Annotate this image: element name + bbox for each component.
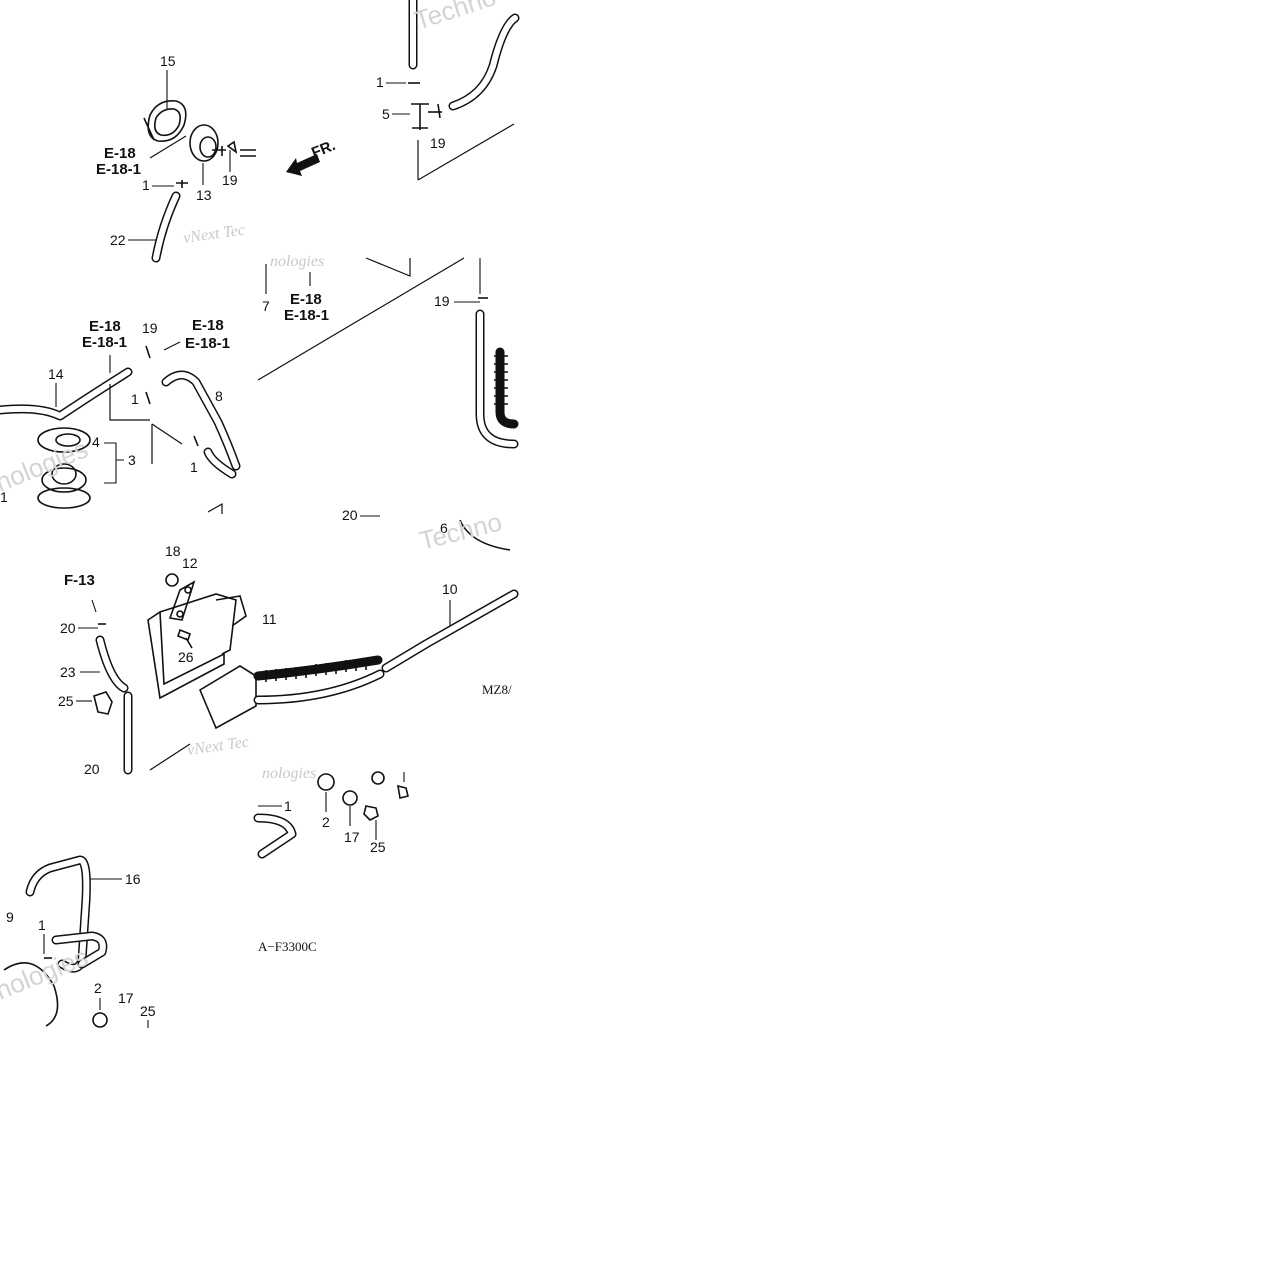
callout-24b: 25 [370,839,386,855]
callout-1d: 1 [190,459,198,475]
corrugated-hose [253,655,383,681]
ref-f13: F-13 [64,572,95,589]
callout-19: 20 [60,620,76,636]
clip-part-1 [176,180,188,188]
watermark-ext-2: nologies [0,941,92,1005]
diagram-code-top: MZ8/ [482,682,512,697]
bolt-part-24 [363,805,379,840]
tile-middle-left: E-18 E-18-1 19 E-18 E-18-1 14 8 1 1 [0,317,241,514]
callout-26: 26 [178,649,194,665]
ref-e18-b: E-18 [192,317,224,334]
callout-1g: 1 [284,798,292,814]
plate-part-12 [168,580,196,621]
callout-3: 3 [128,452,136,468]
callout-9: 9 [6,909,14,925]
watermark-text-2: vNext Tec [186,733,250,758]
callout-20b: 19 [430,135,446,151]
ref-e18-a: E-18 [89,318,121,335]
callout-5: 5 [382,106,390,122]
callout-2b: 2 [322,814,330,830]
grommet-part-2 [317,773,335,812]
callout-14: 14 [48,366,64,382]
callout-17b: 17 [344,829,360,845]
ref-e18: E-18 [104,145,136,162]
ref-e18-1: E-18-1 [96,161,141,178]
callout-11: 11 [262,611,277,627]
watermark-techno: Techno [411,0,500,36]
callout-1b: 1 [376,74,384,90]
tile-lower-right: 20 6 10 MZ8/ Techno [253,506,519,705]
callout-20: 19 [222,172,238,188]
callout-1: 1 [142,177,150,193]
callout-6: 6 [440,520,448,536]
clip-part-20 [437,103,441,119]
callout-19c: 20 [342,507,358,523]
callout-8: 8 [215,388,223,404]
tile-upper-left: 15 E-18 E-18-1 1 13 19 22 FR. vNext Tec [96,53,338,263]
clamp-part-25 [93,691,113,715]
ref-e18-1-c: E-18-1 [284,307,329,324]
callout-20d: 19 [434,293,450,309]
tile-bottom-left: 16 9 1 2 17 25 nologies [0,855,156,1028]
callout-23: 22 [110,232,126,248]
watermark-text: vNext Tec [182,221,246,246]
callout-17: 17 [118,990,134,1006]
valve-part-13 [189,124,256,162]
callout-1f: 1 [38,917,46,933]
bracket-part-11 [147,593,257,730]
seal-part-4 [37,427,91,453]
callout-24: 25 [140,1003,156,1019]
tile-bottom-right: 1 2 17 25 A−F3300C nologies [253,765,409,954]
callout-22: 23 [60,664,76,680]
bolt-part-26 [177,628,193,649]
callout-18: 18 [165,543,181,559]
tile-lower-left: 18 12 F-13 11 26 20 23 [58,543,277,777]
corrugated-tube [495,347,519,429]
diagram-code-bottom: A−F3300C [258,939,317,954]
tile-upper-right: 1 5 19 Techno [376,0,520,181]
valve-part-3 [37,463,91,509]
callout-19b: 20 [84,761,100,777]
callout-10: 10 [442,581,458,597]
callout-13: 13 [196,187,212,203]
nut-part-18 [165,573,179,587]
callout-1e: 1 [0,489,8,505]
holder-part-15 [143,99,187,142]
watermark-nologies: nologies [270,253,324,270]
ref-e18-1-a: E-18-1 [82,334,127,351]
callout-4: 4 [92,434,100,450]
joint-part-5 [411,103,442,130]
callout-12: 12 [182,555,198,571]
callout-16: 16 [125,871,141,887]
callout-15: 15 [160,53,176,69]
collar-part-17 [342,790,358,826]
ref-e18-1-b: E-18-1 [185,335,230,352]
callout-25: 25 [58,693,74,709]
tile-middle-right: 7 E-18 E-18-1 19 nologies [257,253,519,449]
callout-7: 7 [262,298,270,314]
watermark-ext: nologies [0,433,92,497]
watermark-nologies-2: nologies [262,765,316,782]
svg-text:FR.: FR. [309,137,338,162]
front-direction-arrow-icon: FR. [286,137,338,176]
watermark-techno-2: Techno [416,506,505,555]
callout-1c: 1 [131,391,139,407]
cover-disc [3,962,59,1027]
ref-e18-c: E-18 [290,291,322,308]
callout-2: 2 [94,980,102,996]
callout-20c: 19 [142,320,158,336]
